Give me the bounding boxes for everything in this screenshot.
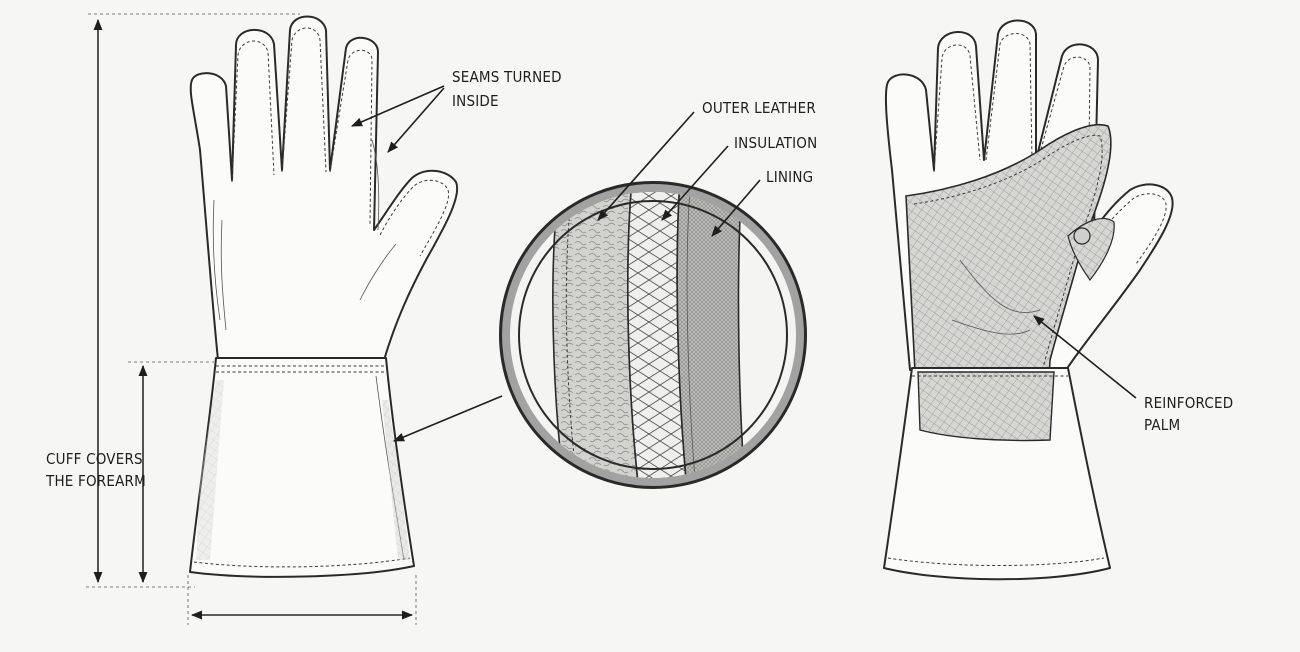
cuff-top-stitching [216, 365, 387, 373]
palm-thumb-stitching [1097, 193, 1167, 265]
glove-back-view [189, 15, 459, 578]
insulation-leader [661, 145, 729, 221]
palm-crease [951, 259, 1041, 335]
seams-callout: SEAMS TURNED INSIDE [350, 68, 562, 153]
seams-leader-2 [387, 87, 445, 153]
palm-patch-stitching [913, 134, 1103, 434]
cuff-callout: CUFF COVERS THE FOREARM [45, 450, 146, 490]
glove-back-cuff [189, 357, 415, 578]
palm-finger-stitching [933, 33, 1091, 231]
reinforced-palm-label-line2: PALM [1144, 416, 1180, 434]
finger-stitching [231, 27, 373, 226]
thumb-crotch [1073, 227, 1091, 245]
reinforced-palm-label-line1: REINFORCED [1144, 394, 1233, 412]
cross-section-leader [392, 395, 503, 442]
cuff-right-shading [382, 400, 410, 560]
dimension-lines [86, 13, 417, 625]
hand-shading [212, 199, 397, 331]
seams-leader-1 [350, 85, 445, 127]
lining-label: LINING [766, 168, 813, 186]
lining-leader [711, 179, 761, 237]
glove-palm-view [883, 19, 1174, 581]
reinforced-palm-callout: REINFORCED PALM [1033, 315, 1233, 434]
outer-leather-label: OUTER LEATHER [702, 99, 816, 117]
cuff-edge-shading [196, 380, 224, 560]
seams-label-line1: SEAMS TURNED [452, 68, 562, 86]
layer-callouts: OUTER LEATHER INSULATION LINING [597, 99, 817, 237]
cuff-bottom-stitching [193, 557, 411, 568]
outer-leather-leader [597, 111, 695, 221]
thumb-stitching [379, 179, 450, 257]
cuff-label-line2: THE FOREARM [45, 472, 146, 490]
glove-back-hand [189, 15, 459, 361]
palm-cuff-bottom-stitching [887, 557, 1105, 566]
side-seam [371, 139, 380, 231]
insulation-label: INSULATION [734, 134, 817, 152]
lining-layer [676, 192, 747, 478]
palm-patch-over-cuff [917, 371, 1055, 442]
reinforced-palm-leader [1033, 315, 1137, 399]
cuff-label-line1: CUFF COVERS [46, 450, 143, 468]
seams-label-line2: INSIDE [452, 92, 499, 110]
material-cross-section [499, 181, 807, 489]
